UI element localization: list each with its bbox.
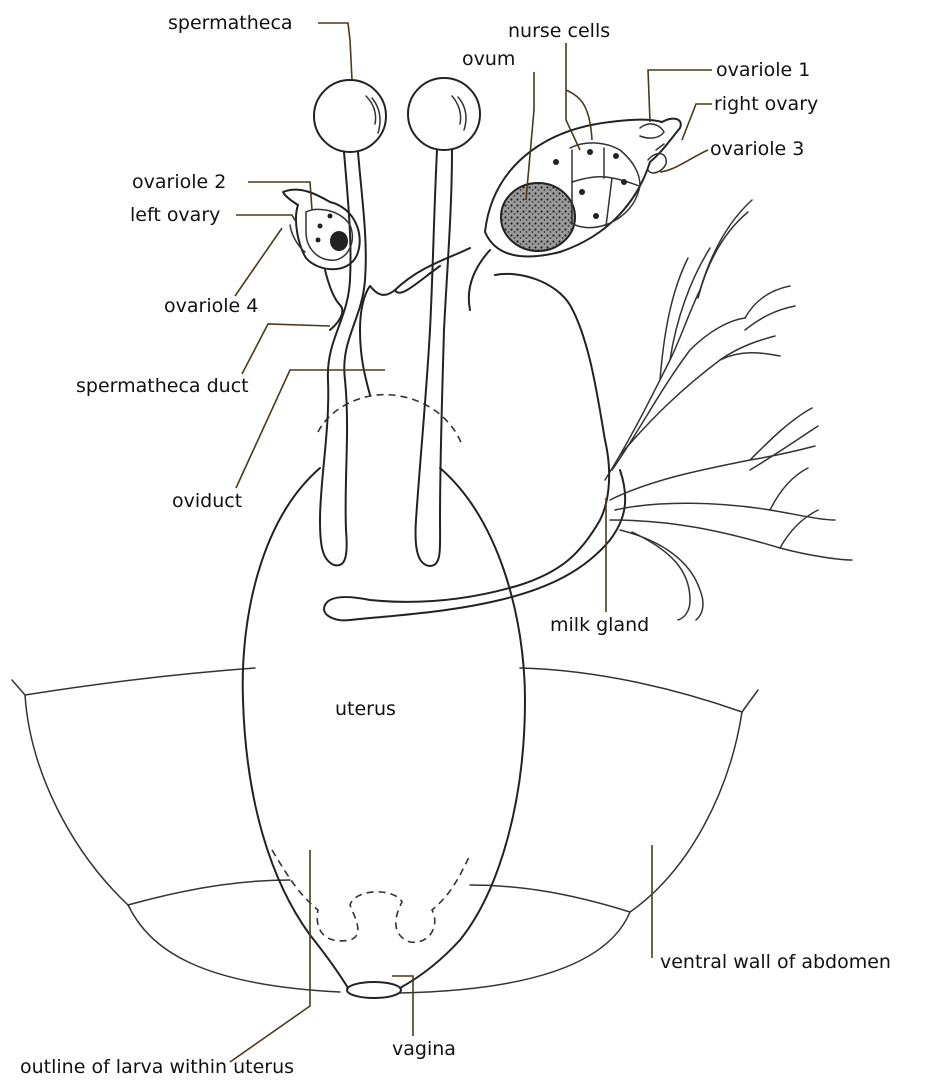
label-spermatheca: spermatheca — [168, 12, 293, 34]
label-left-ovary: left ovary — [130, 204, 220, 226]
label-ventral-wall: ventral wall of abdomen — [660, 951, 891, 973]
spermatheca-left — [314, 80, 386, 565]
label-larva-outline: outline of larva within uterus — [20, 1056, 294, 1078]
spermatheca-right — [408, 78, 480, 566]
label-ovariole-4: ovariole 4 — [164, 295, 258, 317]
label-right-ovary: right ovary — [714, 93, 818, 115]
label-ovariole-1: ovariole 1 — [716, 59, 810, 81]
label-vagina: vagina — [392, 1038, 456, 1060]
right-ovary — [370, 119, 681, 310]
label-nurse-cells: nurse cells — [508, 20, 610, 42]
milk-gland — [324, 200, 852, 620]
label-ovariole-2: ovariole 2 — [132, 171, 226, 193]
label-ovum: ovum — [462, 48, 515, 70]
label-oviduct: oviduct — [172, 490, 242, 512]
label-milk-gland: milk gland — [550, 614, 649, 636]
label-ovariole-3: ovariole 3 — [710, 138, 804, 160]
label-uterus: uterus — [335, 698, 396, 720]
label-spermatheca-duct: spermatheca duct — [76, 375, 249, 397]
left-ovary — [283, 190, 360, 330]
uterus-shape — [243, 468, 525, 998]
